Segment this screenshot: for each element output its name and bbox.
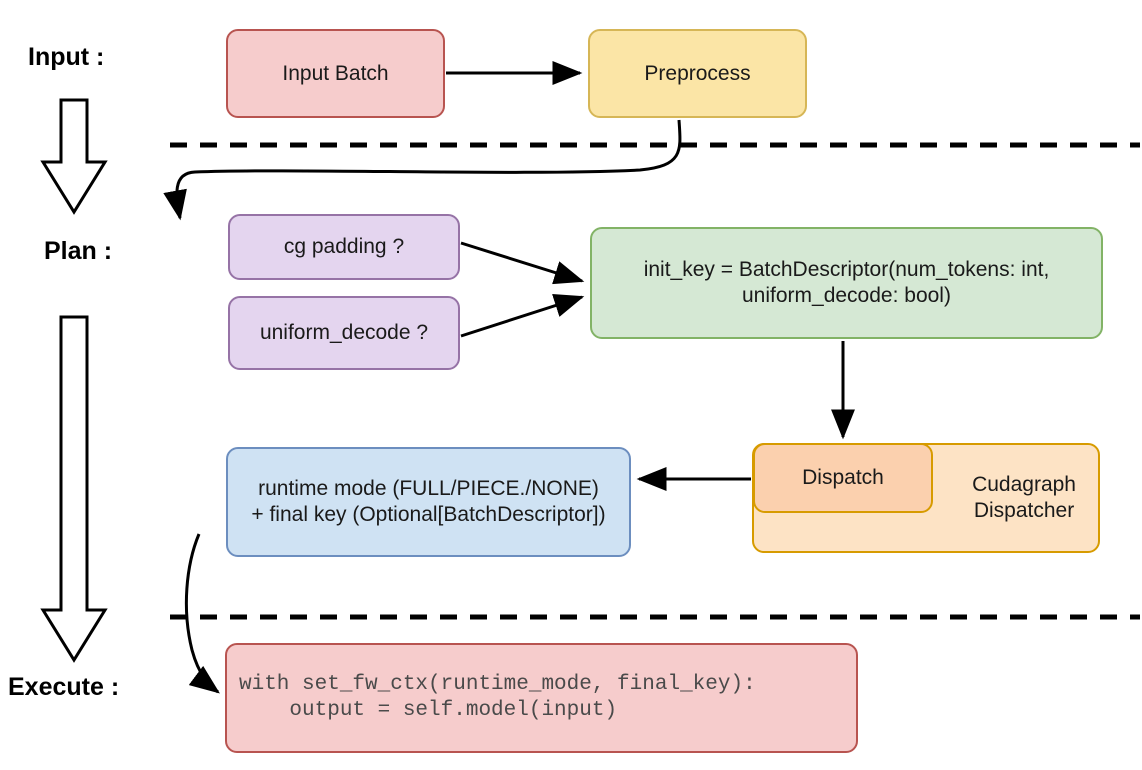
node-input-batch[interactable]: Input Batch xyxy=(226,29,445,118)
node-dispatch[interactable]: Dispatch xyxy=(753,443,933,513)
node-preprocess[interactable]: Preprocess xyxy=(588,29,807,118)
node-cg-padding[interactable]: cg padding ? xyxy=(228,214,460,280)
stage-label-input: Input : xyxy=(28,43,105,71)
node-init-key[interactable]: init_key = BatchDescriptor(num_tokens: i… xyxy=(590,227,1103,339)
node-execute-code[interactable]: with set_fw_ctx(runtime_mode, final_key)… xyxy=(225,643,858,753)
stage-label-execute: Execute : xyxy=(8,673,120,701)
node-runtime-mode[interactable]: runtime mode (FULL/PIECE./NONE) + final … xyxy=(226,447,631,557)
node-uniform-decode[interactable]: uniform_decode ? xyxy=(228,296,460,370)
stage-label-plan: Plan : xyxy=(44,237,113,265)
